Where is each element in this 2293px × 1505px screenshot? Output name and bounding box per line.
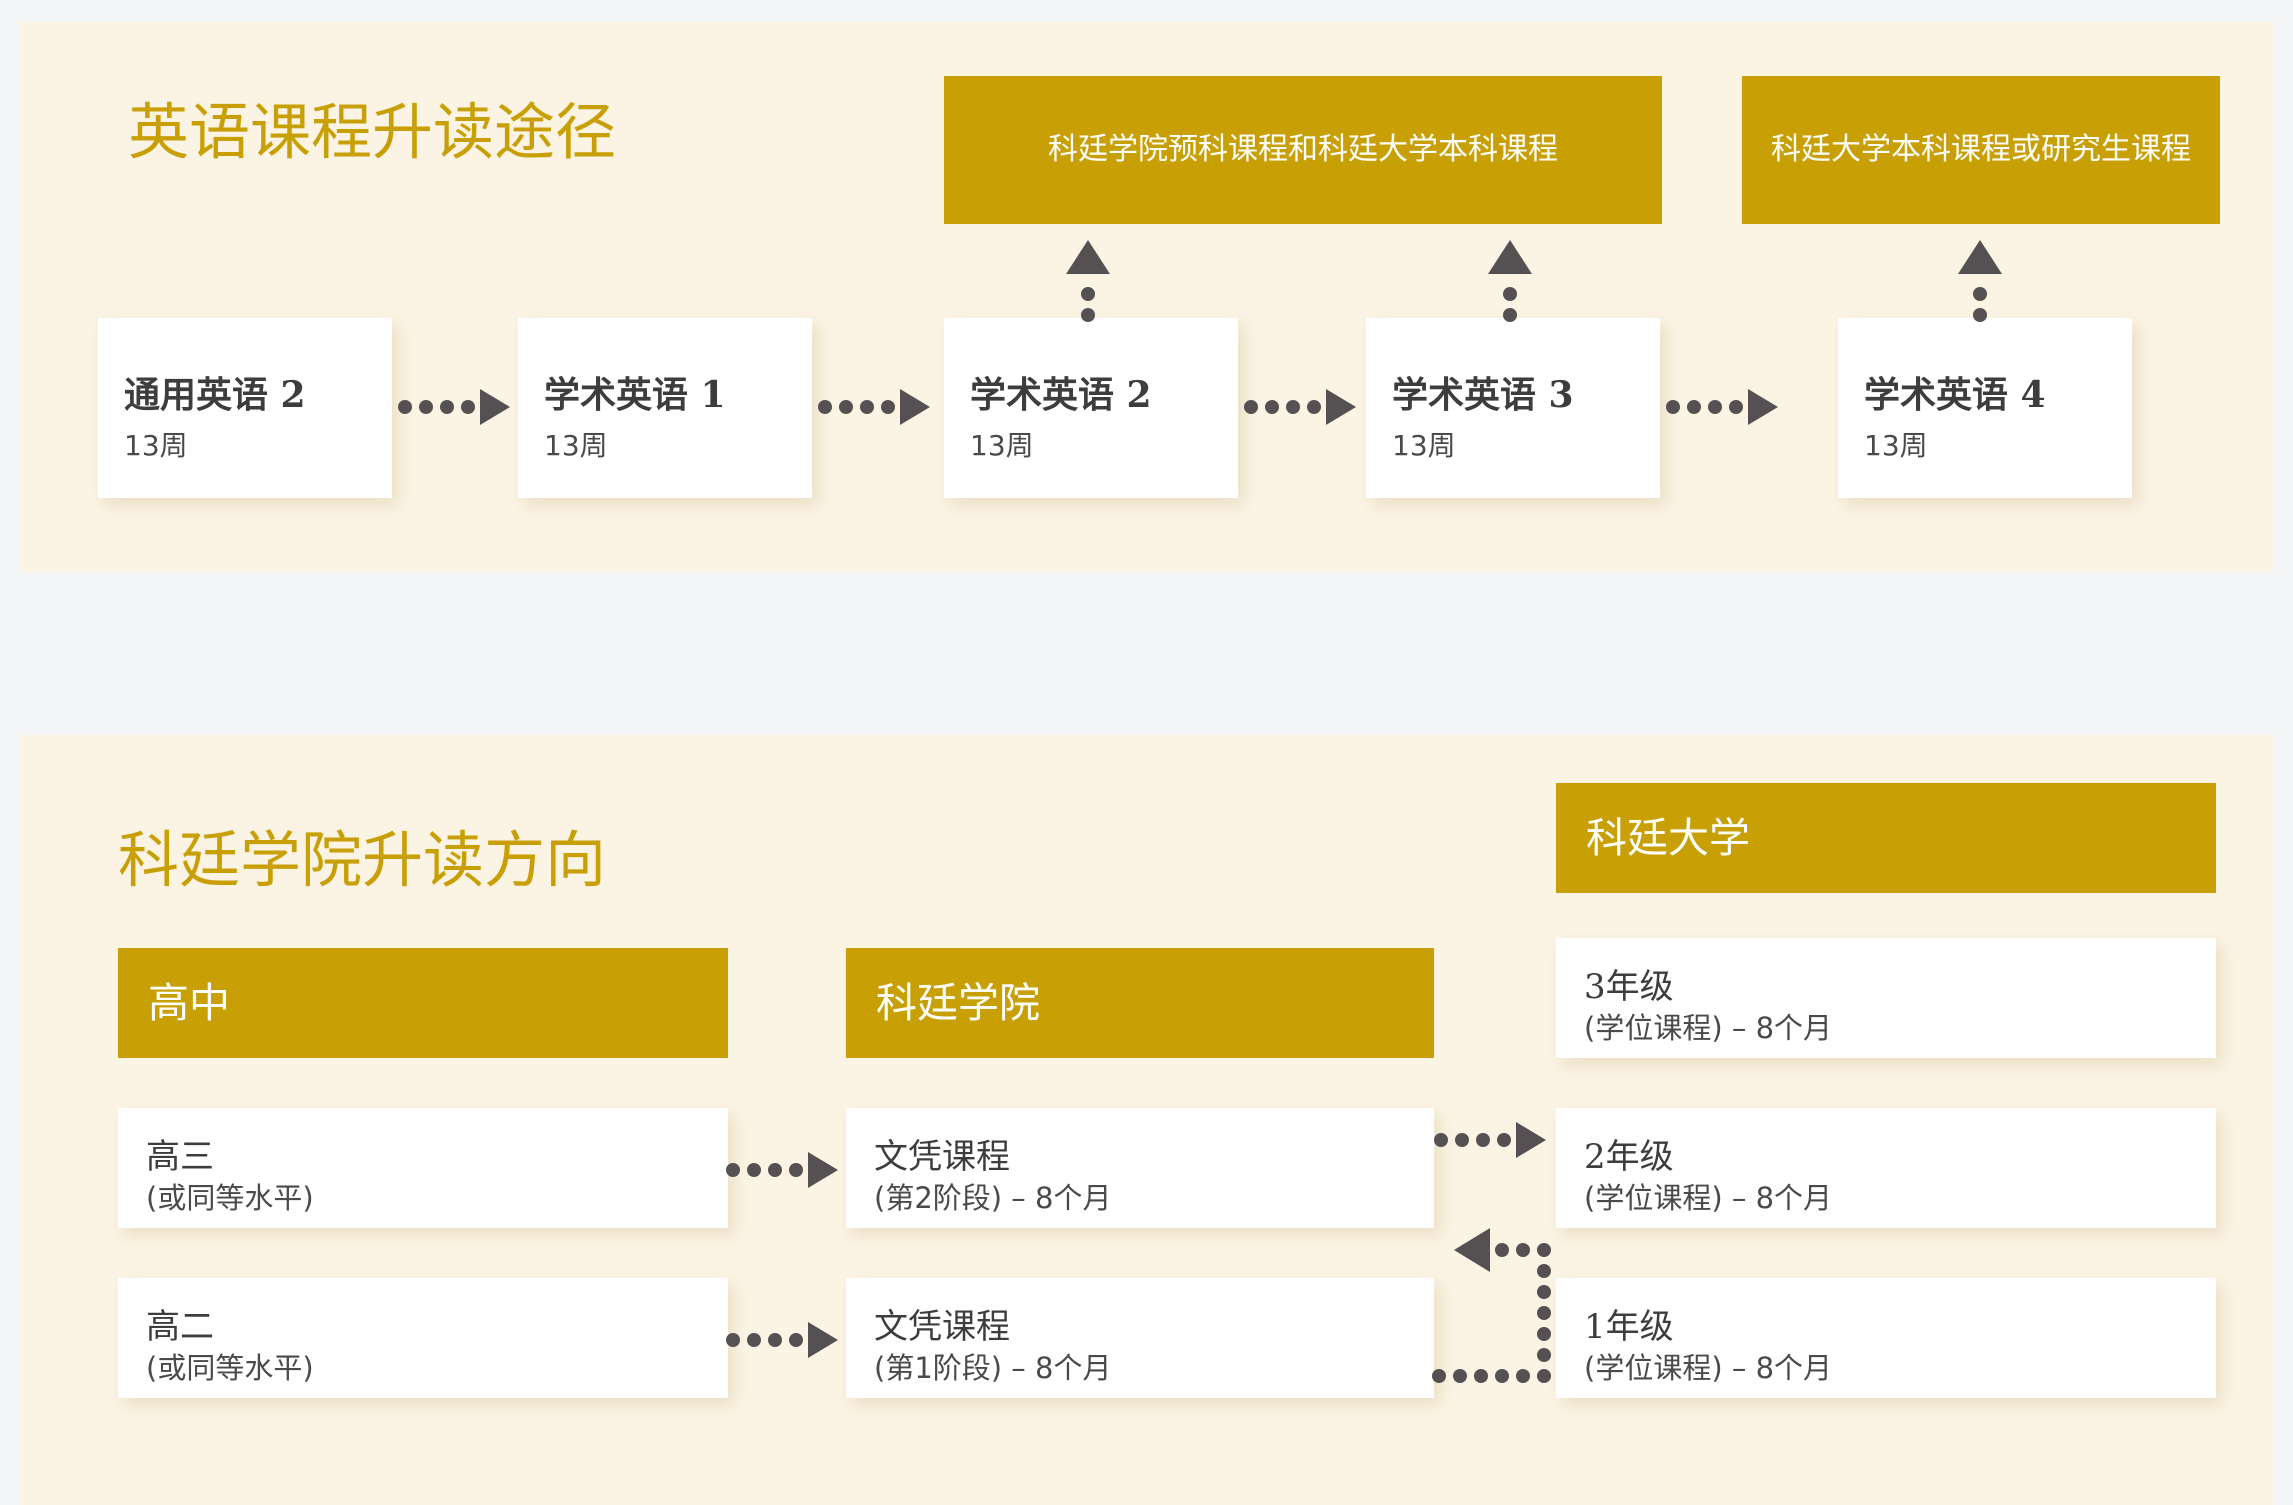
course-card-academic-english-3: 学术英语 3 13周 — [1366, 318, 1660, 498]
destination-box-degree-label: 科廷大学本科课程或研究生课程 — [1771, 132, 2191, 168]
dotted-elbow-arrow-left-icon — [1420, 1190, 1552, 1390]
course-duration: 13周 — [1392, 428, 1456, 462]
destination-box-foundation-label: 科廷学院预科课程和科廷大学本科课程 — [1048, 132, 1558, 168]
pathway-card-high-school-year3: 高三 (或同等水平) — [118, 1108, 728, 1228]
column-header-label: 科廷大学 — [1586, 813, 1750, 862]
pathway-card-university-year3: 3年级 (学位课程) – 8个月 — [1556, 938, 2216, 1058]
course-duration: 13周 — [970, 428, 1034, 462]
column-header-high-school: 高中 — [118, 948, 728, 1058]
pathway-card-title: 文凭课程 — [874, 1307, 1010, 1347]
course-card-general-english-2: 通用英语 2 13周 — [98, 318, 392, 498]
column-header-label: 高中 — [148, 978, 230, 1027]
column-header-curtin-university: 科廷大学 — [1556, 783, 2216, 893]
destination-box-foundation: 科廷学院预科课程和科廷大学本科课程 — [944, 76, 1662, 224]
pathway-card-subtitle: (或同等水平) — [146, 1181, 314, 1216]
pathway-card-title: 3年级 — [1584, 967, 1674, 1007]
page-title-college-pathway: 科廷学院升读方向 — [118, 825, 607, 896]
dotted-arrow-right-icon — [1244, 385, 1356, 429]
course-name: 学术英语 3 — [1392, 374, 1574, 416]
pathway-card-subtitle: (学位课程) – 8个月 — [1584, 1351, 1833, 1386]
course-name: 学术英语 1 — [544, 374, 726, 416]
pathway-card-subtitle: (第2阶段) – 8个月 — [874, 1181, 1112, 1216]
pathway-card-title: 1年级 — [1584, 1307, 1674, 1347]
pathway-card-title: 高二 — [146, 1307, 214, 1347]
column-header-curtin-college: 科廷学院 — [846, 948, 1434, 1058]
pathway-card-diploma-stage1: 文凭课程 (第1阶段) – 8个月 — [846, 1278, 1434, 1398]
pathway-card-subtitle: (第1阶段) – 8个月 — [874, 1351, 1112, 1386]
course-duration: 13周 — [1864, 428, 1928, 462]
pathway-card-subtitle: (学位课程) – 8个月 — [1584, 1011, 1833, 1046]
dotted-arrow-right-icon — [726, 1148, 838, 1192]
course-duration: 13周 — [124, 428, 188, 462]
pathway-card-title: 2年级 — [1584, 1137, 1674, 1177]
dotted-arrow-right-icon — [726, 1318, 838, 1362]
dotted-arrow-up-icon — [1066, 240, 1110, 322]
pathway-card-subtitle: (学位课程) – 8个月 — [1584, 1181, 1833, 1216]
destination-box-degree: 科廷大学本科课程或研究生课程 — [1742, 76, 2220, 224]
dotted-arrow-right-icon — [1666, 385, 1778, 429]
course-card-academic-english-1: 学术英语 1 13周 — [518, 318, 812, 498]
course-name: 学术英语 2 — [970, 374, 1152, 416]
page-title-english-pathway: 英语课程升读途径 — [128, 97, 617, 168]
pathway-card-high-school-year2: 高二 (或同等水平) — [118, 1278, 728, 1398]
pathway-card-title: 高三 — [146, 1137, 214, 1177]
dotted-arrow-up-icon — [1958, 240, 2002, 322]
column-header-label: 科廷学院 — [876, 978, 1040, 1027]
pathway-card-university-year2: 2年级 (学位课程) – 8个月 — [1556, 1108, 2216, 1228]
pathway-card-university-year1: 1年级 (学位课程) – 8个月 — [1556, 1278, 2216, 1398]
dotted-arrow-right-icon — [1434, 1118, 1546, 1162]
dotted-arrow-right-icon — [398, 385, 510, 429]
course-card-academic-english-2: 学术英语 2 13周 — [944, 318, 1238, 498]
dotted-arrow-up-icon — [1488, 240, 1532, 322]
course-duration: 13周 — [544, 428, 608, 462]
pathway-card-title: 文凭课程 — [874, 1137, 1010, 1177]
pathway-card-subtitle: (或同等水平) — [146, 1351, 314, 1386]
course-name: 通用英语 2 — [124, 374, 306, 416]
course-card-academic-english-4: 学术英语 4 13周 — [1838, 318, 2132, 498]
course-name: 学术英语 4 — [1864, 374, 2046, 416]
dotted-arrow-right-icon — [818, 385, 930, 429]
pathway-card-diploma-stage2: 文凭课程 (第2阶段) – 8个月 — [846, 1108, 1434, 1228]
